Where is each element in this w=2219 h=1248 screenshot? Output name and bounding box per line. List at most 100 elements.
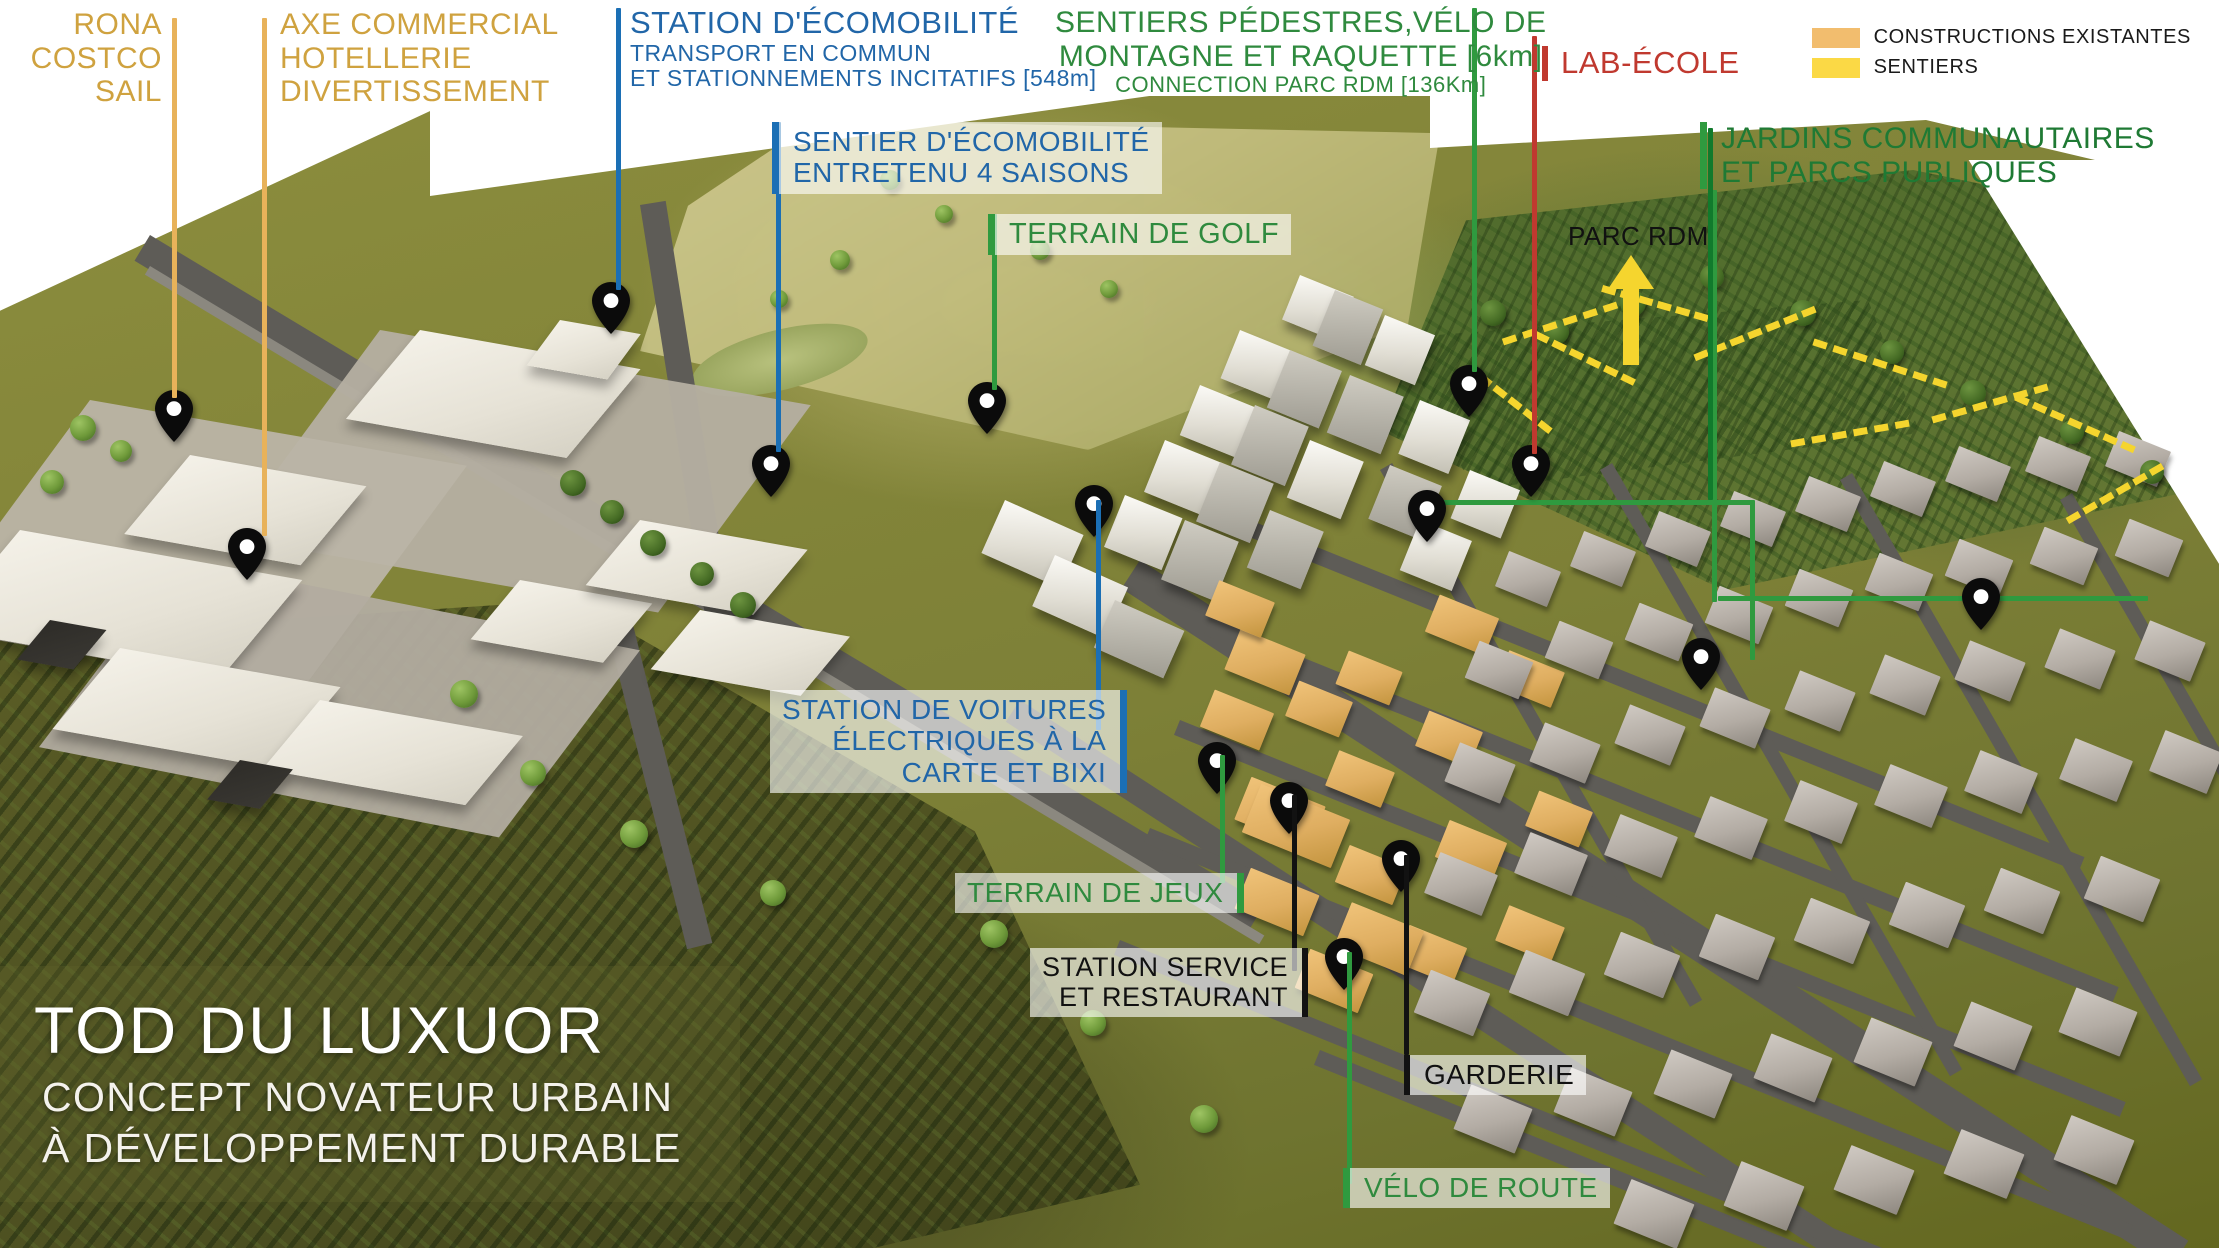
callout-parc-rdm-label: PARC RDM <box>1568 221 1709 251</box>
callout-sentiers-title2: MONTAGNE ET RAQUETTE [6km] <box>1058 39 1543 73</box>
callout-sentier-ecomob-line1: SENTIER D'ÉCOMOBILITÉ <box>793 126 1150 157</box>
map-pin-sentiers-pedestres[interactable] <box>1450 365 1488 417</box>
legend: CONSTRUCTIONS EXISTANTES SENTIERS <box>1811 26 2191 86</box>
callout-velo-route-label: VÉLO DE ROUTE <box>1364 1172 1598 1203</box>
map-pin-rona-costco[interactable] <box>155 390 193 442</box>
leader-terrain-golf <box>992 214 997 390</box>
tree-5 <box>600 500 624 524</box>
map-pin-terrain-golf[interactable] <box>968 382 1006 434</box>
map-pin-axe-commercial[interactable] <box>228 528 266 580</box>
callout-terrain-de-jeux: TERRAIN DE JEUX <box>955 873 1245 914</box>
map-pin-jardins-1[interactable] <box>1408 490 1446 542</box>
green-corridor-v1 <box>1712 190 1717 602</box>
legend-label-constructions: CONSTRUCTIONS EXISTANTES <box>1873 26 2191 48</box>
legend-swatch-sentiers <box>1811 57 1860 78</box>
callout-rona-costco-sail: RONA COSTCO SAIL <box>10 8 162 109</box>
tree-4 <box>560 470 586 496</box>
tree-15 <box>1480 300 1506 326</box>
green-corridor-h2 <box>1718 596 2148 601</box>
tree-6 <box>640 530 666 556</box>
legend-row-sentiers: SENTIERS <box>1811 56 2191 79</box>
callout-garderie: GARDERIE <box>1404 1055 1587 1096</box>
tree-21 <box>1960 380 1986 406</box>
callout-station-service-line1: STATION SERVICE <box>1042 952 1289 982</box>
tree-27 <box>760 880 786 906</box>
callout-sentier-ecomobilite: SENTIER D'ÉCOMOBILITÉ ENTRETENU 4 SAISON… <box>772 122 1162 194</box>
leader-lab-ecole <box>1532 36 1537 454</box>
map-pin-station-ecomobilite[interactable] <box>592 282 630 334</box>
tree-3 <box>40 470 64 494</box>
callout-axe-line3: DIVERTISSEMENT <box>280 75 550 109</box>
callout-parc-rdm: PARC RDM <box>1568 221 1709 251</box>
tree-19 <box>1790 300 1816 326</box>
tree-28 <box>980 920 1008 948</box>
callout-jardins-communautaires: JARDINS COMMUNAUTAIRES ET PARCS PUBLIQUE… <box>1700 122 2155 190</box>
callout-jardins-line1: JARDINS COMMUNAUTAIRES <box>1721 122 2155 155</box>
callout-station-ecomob-sub2: ET STATIONNEMENTS INCITATIFS [548m] <box>630 65 1097 92</box>
poster-subtitle: CONCEPT NOVATEUR URBAIN <box>42 1074 674 1120</box>
map-pin-velo-de-route[interactable] <box>1325 938 1363 990</box>
callout-axe-line1: AXE COMMERCIAL <box>280 8 559 41</box>
tree-20 <box>1880 340 1904 364</box>
leader-rona <box>172 18 177 398</box>
callout-station-ecomobilite: STATION D'ÉCOMOBILITÉ TRANSPORT EN COMMU… <box>630 5 1097 92</box>
map-pin-station-voitures[interactable] <box>1075 485 1113 537</box>
title-block: TOD DU LUXUOR CONCEPT NOVATEUR URBAIN À … <box>0 966 740 1202</box>
leader-jardins <box>1708 128 1713 500</box>
tree-22 <box>2060 420 2084 444</box>
parc-rdm-arrow-icon <box>1608 255 1654 370</box>
map-pin-garderie[interactable] <box>1382 840 1420 892</box>
tree-16 <box>1545 320 1569 344</box>
tree-12 <box>1100 280 1118 298</box>
leader-garderie <box>1404 855 1409 1055</box>
callout-garderie-label: GARDERIE <box>1424 1059 1575 1090</box>
callout-terrain-jeux-label: TERRAIN DE JEUX <box>967 877 1224 908</box>
map-pin-jardins-2[interactable] <box>1962 578 2000 630</box>
callout-station-voitures: STATION DE VOITURES ÉLECTRIQUES À LA CAR… <box>770 690 1128 794</box>
green-corridor-h1 <box>1412 500 1752 505</box>
tree-10 <box>935 205 953 223</box>
callout-sentiers-title1: SENTIERS PÉDESTRES,VÉLO DE <box>1055 6 1547 39</box>
callout-jardins-line2: ET PARCS PUBLIQUES <box>1721 155 2058 189</box>
callout-sentiers-sub: CONNECTION PARC RDM [136Km] <box>1115 72 1487 98</box>
callout-rona-line3: SAIL <box>94 75 162 109</box>
tree-13 <box>830 250 850 270</box>
leader-terrain-jeux <box>1220 755 1225 883</box>
legend-swatch-constructions <box>1811 27 1860 48</box>
callout-station-voitures-line2: ÉLECTRIQUES À LA <box>832 725 1107 757</box>
legend-label-sentiers: SENTIERS <box>1873 56 1979 78</box>
tree-2 <box>110 440 132 462</box>
callout-rona-line1: RONA <box>73 8 162 41</box>
callout-station-service: STATION SERVICE ET RESTAURANT <box>1030 948 1309 1018</box>
map-pin-station-service[interactable] <box>1270 782 1308 834</box>
leader-sentiers-pedestres <box>1472 8 1477 372</box>
leader-station-ecomob <box>616 8 621 290</box>
callout-velo-de-route: VÉLO DE ROUTE <box>1343 1168 1610 1209</box>
callout-lab-ecole-label: LAB-ÉCOLE <box>1561 45 1740 80</box>
map-pin-lab-ecole[interactable] <box>1512 445 1550 497</box>
legend-row-constructions: CONSTRUCTIONS EXISTANTES <box>1811 26 2191 49</box>
map-pin-parc-secondary[interactable] <box>1682 638 1720 690</box>
map-pin-sentier-ecomobilite[interactable] <box>752 445 790 497</box>
callout-rona-line2: COSTCO <box>30 41 162 75</box>
callout-station-voitures-line1: STATION DE VOITURES <box>782 694 1107 725</box>
leader-sentier-ecomob <box>776 122 781 452</box>
poster-title: TOD DU LUXUOR <box>34 993 606 1067</box>
poster-subtitle-2: À DÉVELOPPEMENT DURABLE <box>42 1125 682 1171</box>
callout-lab-ecole: LAB-ÉCOLE <box>1542 45 1740 81</box>
tree-25 <box>520 760 546 786</box>
green-corridor-v2 <box>1750 500 1755 660</box>
tree-1 <box>70 415 96 441</box>
callout-station-service-line2: ET RESTAURANT <box>1059 982 1289 1013</box>
leader-axe-commercial <box>262 18 267 536</box>
map-pin-terrain-jeux[interactable] <box>1198 742 1236 794</box>
callout-station-voitures-line3: CARTE ET BIXI <box>901 756 1107 788</box>
tree-23 <box>2140 460 2164 484</box>
tree-8 <box>730 592 756 618</box>
callout-terrain-de-golf: TERRAIN DE GOLF <box>988 214 1292 256</box>
callout-station-ecomob-sub1: TRANSPORT EN COMMUN <box>630 39 932 66</box>
leader-velo-route <box>1347 952 1352 1184</box>
callout-axe-commercial: AXE COMMERCIAL HOTELLERIE DIVERTISSEMENT <box>280 8 559 109</box>
tree-30 <box>1190 1105 1218 1133</box>
